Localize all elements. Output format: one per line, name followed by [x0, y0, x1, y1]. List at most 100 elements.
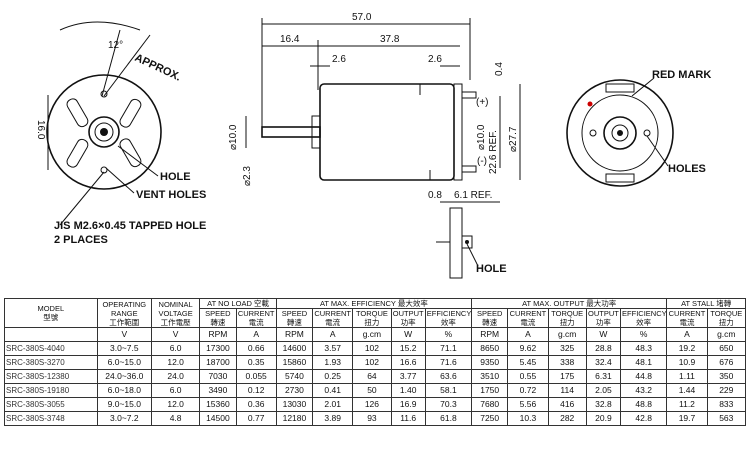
model-cell: SRC-380S-3748 [4, 411, 98, 426]
value-cell: 61.8 [424, 411, 473, 426]
value-cell: 416 [547, 397, 587, 412]
front-body-circle [46, 74, 162, 190]
value-cell: 12180 [275, 411, 314, 426]
approx-arc [59, 21, 141, 31]
rear-boss [603, 116, 637, 150]
terminal-detail [449, 207, 463, 279]
header-row-1: MODEL 型號 OPERATING RANGE 工作範圍 NOMINAL VO… [4, 298, 746, 328]
value-cell: 24.0 [150, 369, 201, 384]
vent-holes-label: VENT HOLES [136, 189, 206, 201]
rear-shaft [617, 130, 623, 136]
value-cell: 3.0~7.5 [96, 341, 152, 356]
unit-cell: W [390, 327, 426, 342]
value-cell: 10.3 [507, 411, 549, 426]
unit-cell: g.cm [352, 327, 392, 342]
value-cell: 0.12 [235, 383, 277, 398]
unit-cell: A [507, 327, 549, 342]
unit-cell: g.cm [706, 327, 747, 342]
value-cell: 2.05 [585, 383, 622, 398]
h-model-en: MODEL [37, 304, 65, 313]
h-nominal-1: NOMINAL [158, 299, 193, 309]
dim-dia-2-3: ⌀2.3 [242, 166, 253, 186]
rear-view: RED MARK HOLES [566, 69, 711, 187]
value-cell: 64 [352, 369, 392, 384]
value-cell: 282 [547, 411, 587, 426]
angle-line-b [103, 34, 151, 97]
value-cell: 48.8 [620, 397, 668, 412]
value-cell: 12.0 [150, 397, 201, 412]
h-max-eff: AT MAX. EFFICIENCY 最大效率 [275, 298, 473, 309]
value-cell: 7030 [199, 369, 237, 384]
unit-cell: V [96, 327, 152, 342]
h-model: MODEL 型號 [4, 298, 98, 328]
value-cell: 44.8 [620, 369, 668, 384]
value-cell: 5.56 [507, 397, 549, 412]
value-cell: 3490 [199, 383, 237, 398]
side-hole-label: HOLE [476, 263, 507, 275]
dim-6-1: 6.1 REF. [454, 190, 492, 201]
value-cell: 6.0~18.0 [96, 383, 152, 398]
value-cell: 3.89 [312, 411, 354, 426]
value-cell: 3510 [471, 369, 509, 384]
model-cell: SRC-380S-19180 [4, 383, 98, 398]
value-cell: 18700 [199, 355, 237, 370]
value-cell: 14500 [199, 411, 237, 426]
terminal-plus [461, 91, 477, 99]
dim-dia-10: ⌀10.0 [228, 124, 239, 150]
side-view: 57.0 16.4 37.8 2.6 2.6 0.4 (+) (-) ⌀10.0… [228, 12, 521, 279]
h-nominal-2: VOLTAGE [158, 308, 193, 318]
side-hole-leader [466, 243, 479, 267]
value-cell: 71.6 [424, 355, 473, 370]
value-cell: 9350 [471, 355, 509, 370]
value-cell: 6.0 [150, 383, 201, 398]
value-cell: 229 [706, 383, 747, 398]
approx-text: APPROX. [133, 52, 183, 84]
unit-cell: A [666, 327, 708, 342]
model-cell: SRC-380S-3055 [4, 397, 98, 412]
dim-16-4: 16.4 [280, 34, 300, 45]
terminal-hole [465, 240, 469, 244]
value-cell: 11.2 [666, 397, 708, 412]
value-cell: 3.77 [390, 369, 426, 384]
h-nominal: NOMINAL VOLTAGE 工作電壓 [150, 298, 201, 328]
value-cell: 0.55 [507, 369, 549, 384]
unit-cell: W [585, 327, 622, 342]
endcap [453, 83, 463, 181]
value-cell: 175 [547, 369, 587, 384]
value-cell: 10.9 [666, 355, 708, 370]
dim-27-7: ⌀27.7 [508, 126, 519, 152]
front-view: 12° APPROX. 16.0 HOLE VENT HOLES JIS M2.… [35, 21, 206, 246]
boss [311, 115, 321, 149]
motor-body [319, 83, 455, 181]
spec-body: V V RPM A RPM A g.cm W % RPM A g.cm W % … [4, 327, 747, 426]
value-cell: 833 [706, 397, 747, 412]
unit-blank [4, 327, 98, 342]
value-cell: 48.3 [620, 341, 668, 356]
value-cell: 0.055 [235, 369, 277, 384]
model-cell: SRC-380S-12380 [4, 369, 98, 384]
dim-0-8: 0.8 [428, 190, 442, 201]
unit-cell: % [620, 327, 668, 342]
rear-terminal-top [605, 83, 635, 93]
h-operating-1: OPERATING [102, 299, 147, 309]
terminal-tab [461, 235, 473, 249]
hole-leader [117, 145, 159, 177]
value-cell: 6.31 [585, 369, 622, 384]
rear-hole-right [643, 129, 651, 137]
value-cell: 4.8 [150, 411, 201, 426]
rear-bearing [611, 124, 629, 142]
value-cell: 71.1 [424, 341, 473, 356]
plus-mark: (+) [476, 97, 489, 108]
